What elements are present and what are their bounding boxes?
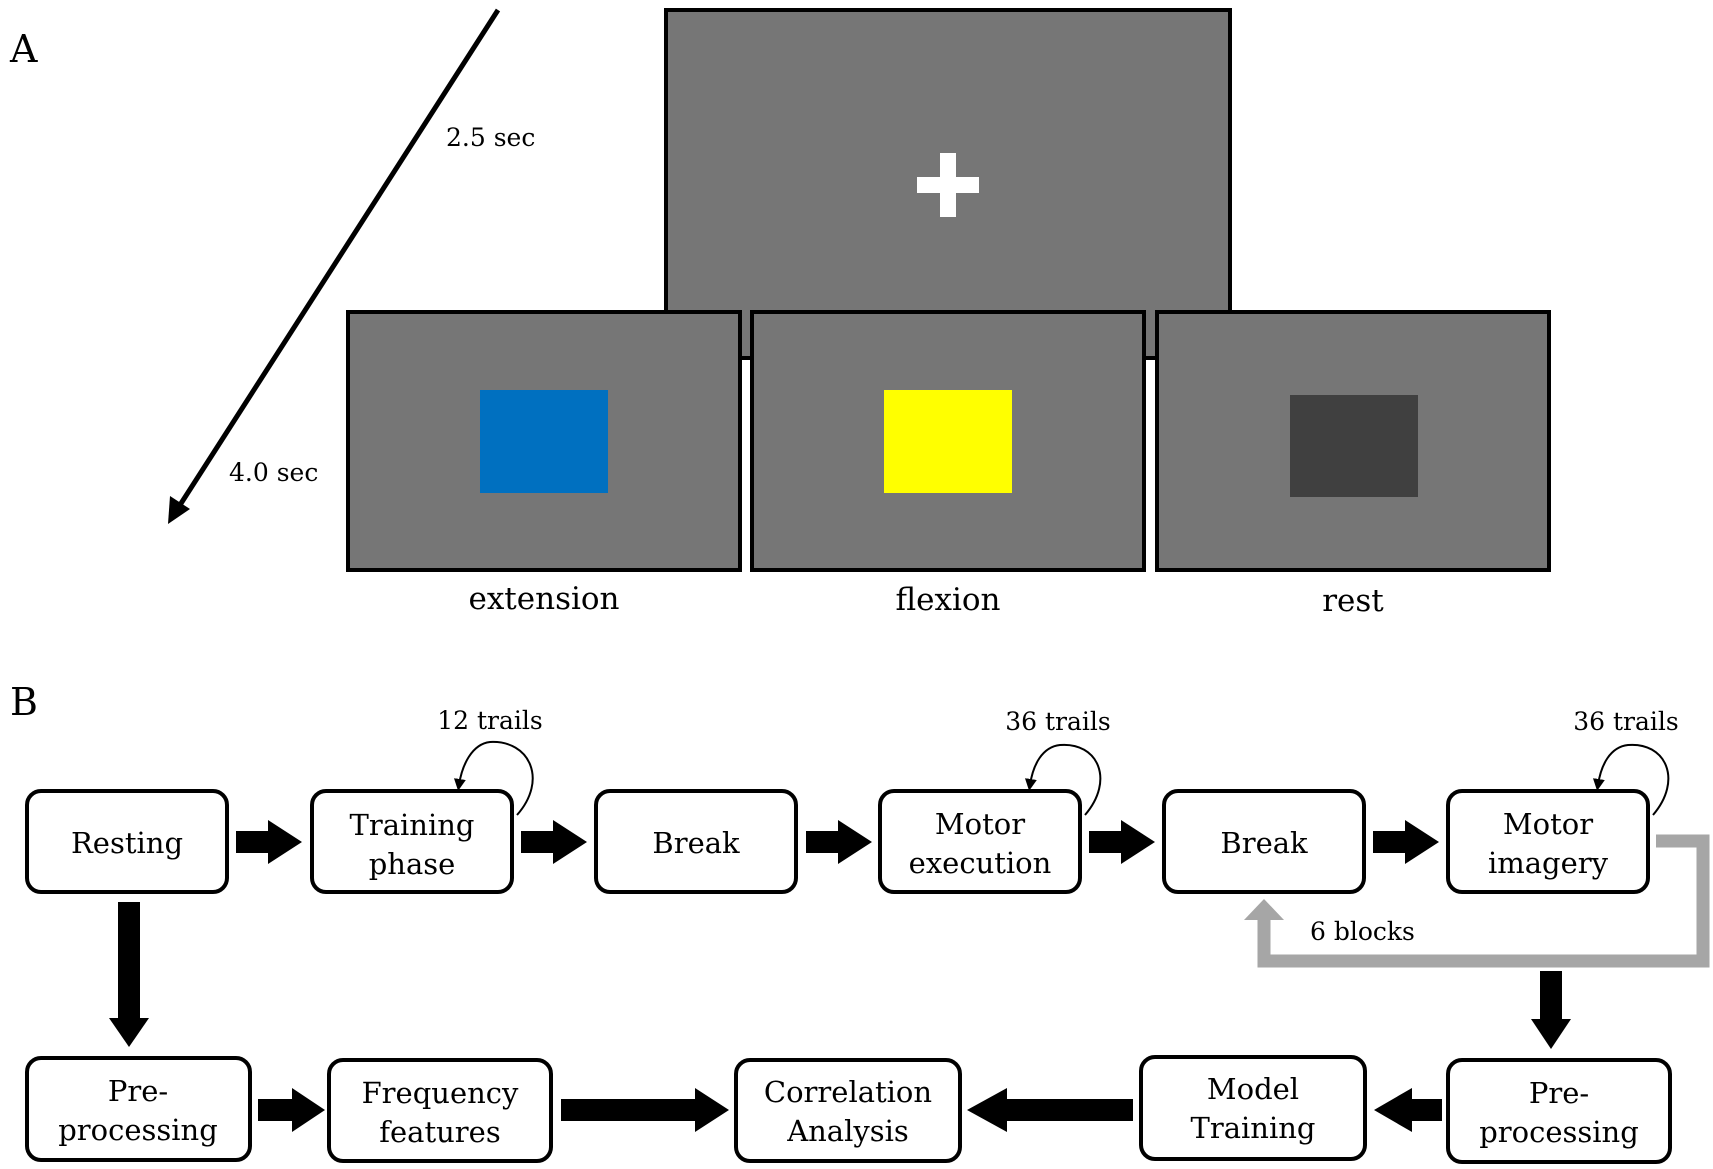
loop-label-training: 12 trails <box>437 706 542 735</box>
loop-arrow-execution <box>1024 743 1102 816</box>
box-training-phase: Training phase <box>310 789 514 894</box>
box-model-line1: Model <box>1207 1072 1299 1106</box>
arrow-frequency-to-correlation <box>561 1088 729 1132</box>
box-model-training: Model Training <box>1139 1055 1367 1161</box>
box-preprocessing-left: Pre- processing <box>25 1056 252 1162</box>
box-imagery-line2: imagery <box>1488 846 1609 880</box>
box-preproc-left-line2: processing <box>58 1113 218 1147</box>
screen-label-rest: rest <box>1322 583 1384 619</box>
cue-screen-extension <box>346 310 742 572</box>
loop-label-execution: 36 trails <box>1005 707 1110 736</box>
timeline-arrow <box>168 8 501 524</box>
box-motor-imagery: Motor imagery <box>1446 789 1650 894</box>
box-model-line2: Training <box>1191 1111 1316 1145</box>
box-execution-line2: execution <box>909 846 1052 880</box>
box-break-1-label: Break <box>652 826 740 860</box>
box-resting-label: Resting <box>71 826 183 860</box>
box-imagery-line1: Motor <box>1503 807 1593 841</box>
box-correlation-line1: Correlation <box>764 1075 932 1109</box>
box-execution-line1: Motor <box>935 807 1025 841</box>
box-break-2: Break <box>1162 789 1366 894</box>
box-preproc-left-line1: Pre- <box>108 1074 168 1108</box>
box-correlation-line2: Analysis <box>786 1114 909 1148</box>
box-resting: Resting <box>25 789 229 894</box>
panel-a-label: A <box>9 27 38 71</box>
loop-label-imagery: 36 trails <box>1573 707 1678 736</box>
box-training-line1: Training <box>350 808 475 842</box>
arrow-resting-to-training <box>236 820 302 864</box>
cue-square-blue <box>480 390 608 493</box>
cue-square-yellow <box>884 390 1012 493</box>
time-label-bottom: 4.0 sec <box>229 458 318 487</box>
fixation-cross-horizontal <box>917 177 979 193</box>
box-break-2-label: Break <box>1220 826 1308 860</box>
screen-label-extension: extension <box>468 581 619 617</box>
box-correlation-analysis: Correlation Analysis <box>734 1058 962 1163</box>
cue-screen-rest <box>1155 310 1551 572</box>
arrow-model-to-correlation <box>967 1088 1133 1132</box>
box-frequency-line1: Frequency <box>362 1076 519 1110</box>
arrow-training-to-break <box>521 820 587 864</box>
blocks-loop-label: 6 blocks <box>1310 917 1415 946</box>
arrow-break-to-imagery <box>1373 820 1439 864</box>
arrow-preproc-to-model <box>1374 1088 1442 1132</box>
loop-arrow-imagery <box>1592 743 1670 816</box>
box-motor-execution: Motor execution <box>878 789 1082 894</box>
cue-square-gray <box>1290 395 1418 497</box>
loop-arrow-training <box>453 740 534 816</box>
arrow-execution-to-break <box>1089 820 1155 864</box>
box-preproc-right-line1: Pre- <box>1529 1076 1589 1110</box>
arrow-break-to-execution <box>806 820 872 864</box>
cue-screen-flexion <box>750 310 1146 572</box>
box-training-line2: phase <box>369 847 456 881</box>
fixation-screen <box>664 8 1232 360</box>
box-preproc-right-line2: processing <box>1479 1115 1639 1149</box>
box-break-1: Break <box>594 789 798 894</box>
time-label-top: 2.5 sec <box>446 123 535 152</box>
box-frequency-line2: features <box>379 1115 500 1149</box>
box-preprocessing-right: Pre- processing <box>1446 1058 1672 1164</box>
box-frequency-features: Frequency features <box>327 1058 553 1163</box>
arrow-resting-down <box>109 902 149 1047</box>
arrow-preproc-to-frequency <box>258 1088 325 1132</box>
blocks-loop-arrow <box>1244 834 1710 968</box>
screen-label-flexion: flexion <box>895 582 1000 618</box>
arrow-imagery-down <box>1531 971 1571 1049</box>
panel-b-label: B <box>10 680 38 724</box>
